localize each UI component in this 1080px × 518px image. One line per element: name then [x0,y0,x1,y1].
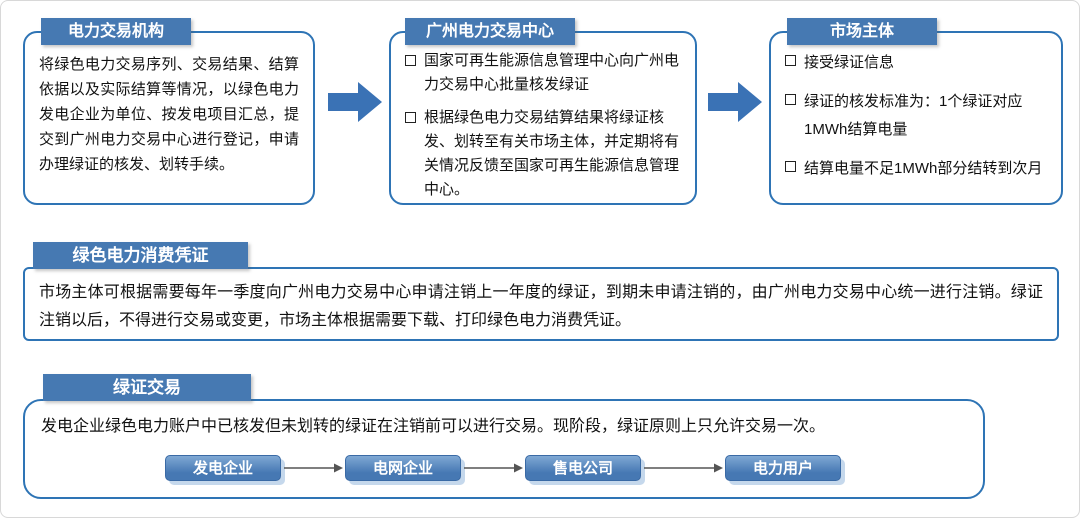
square-bullet-icon [785,160,796,172]
list-item-text: 根据绿色电力交易结算结果将绿证核发、划转至有关市场主体，并定期将有关情况反馈至国… [424,108,680,199]
certificate-trade-header: 绿证交易 [43,374,251,401]
guangzhou-exchange-header: 广州电力交易中心 [405,18,575,45]
list-item: 绿证的核发标准为：1个绿证对应 1MWh结算电量 [783,88,1051,145]
chain-node-user: 电力用户 [725,455,841,481]
flow-arrow-1-icon [328,82,382,122]
chain-arrow-icon [644,463,723,473]
square-bullet-icon [785,55,796,66]
market-entity-box: 接受绿证信息 绿证的核发标准为：1个绿证对应 1MWh结算电量 结算电量不足1M… [769,31,1063,205]
market-entity-list: 接受绿证信息 绿证的核发标准为：1个绿证对应 1MWh结算电量 结算电量不足1M… [771,33,1061,199]
flow-arrow-2-icon [708,82,762,122]
power-exchange-org-text: 将绿色电力交易序列、交易结果、结算依据以及实际结算等情况，以绿色电力发电企业为单… [39,56,299,173]
square-bullet-icon [785,93,796,105]
list-item: 结算电量不足1MWh部分结转到次月 [783,155,1051,184]
list-item: 接受绿证信息 [783,49,1051,78]
chain-node-generator: 发电企业 [165,455,281,481]
chain-node-grid: 电网企业 [345,455,461,481]
chain-node-retailer: 售电公司 [525,455,641,481]
list-item-text: 国家可再生能源信息管理中心向广州电力交易中心批量核发绿证 [424,52,680,94]
list-item-text: 绿证的核发标准为：1个绿证对应 1MWh结算电量 [804,92,1023,139]
guangzhou-exchange-box: 国家可再生能源信息管理中心向广州电力交易中心批量核发绿证 根据绿色电力交易结算结… [389,31,697,205]
square-bullet-icon [405,111,416,123]
market-entity-header: 市场主体 [787,18,937,45]
consumption-voucher-text: 市场主体可根据需要每年一季度向广州电力交易中心申请注销上一年度的绿证，到期未申请… [39,284,1043,329]
certificate-trade-text: 发电企业绿色电力账户中已核发但未划转的绿证在注销前可以进行交易。现阶段，绿证原则… [41,418,826,435]
list-item: 根据绿色电力交易结算结果将绿证核发、划转至有关市场主体，并定期将有关情况反馈至国… [403,106,685,203]
power-exchange-org-header: 电力交易机构 [41,18,191,45]
square-bullet-icon [405,55,416,66]
certificate-trade-box: 发电企业绿色电力账户中已核发但未划转的绿证在注销前可以进行交易。现阶段，绿证原则… [23,399,985,499]
list-item: 国家可再生能源信息管理中心向广州电力交易中心批量核发绿证 [403,49,685,98]
power-exchange-org-box: 将绿色电力交易序列、交易结果、结算依据以及实际结算等情况，以绿色电力发电企业为单… [23,31,315,205]
chain-arrow-icon [464,463,523,473]
guangzhou-exchange-list: 国家可再生能源信息管理中心向广州电力交易中心批量核发绿证 根据绿色电力交易结算结… [391,33,695,217]
list-item-text: 结算电量不足1MWh部分结转到次月 [804,159,1043,177]
list-item-text: 接受绿证信息 [804,54,895,71]
consumption-voucher-header: 绿色电力消费凭证 [33,242,248,269]
trade-chain: 发电企业 电网企业 售电公司 电力用户 [165,455,841,481]
consumption-voucher-box: 市场主体可根据需要每年一季度向广州电力交易中心申请注销上一年度的绿证，到期未申请… [23,267,1059,341]
chain-arrow-icon [284,463,343,473]
